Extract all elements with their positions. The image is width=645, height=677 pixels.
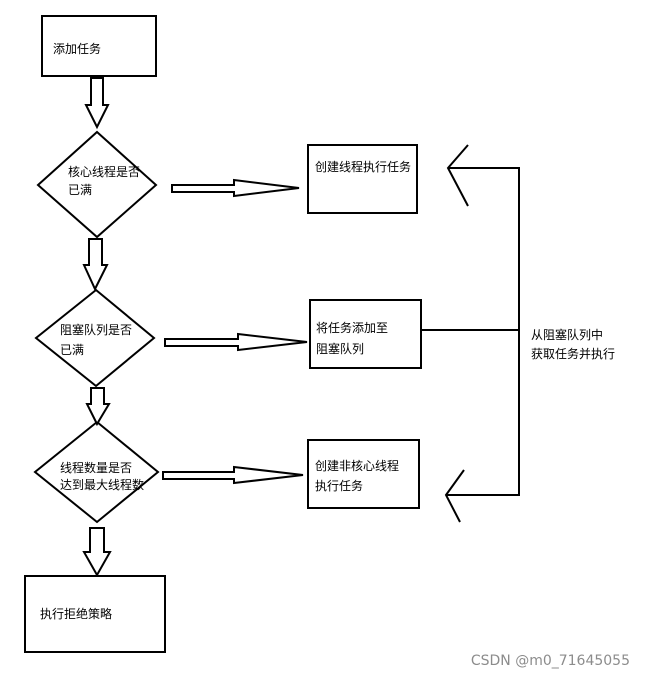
- down-arrow-2: [82, 238, 109, 292]
- down-arrow-3: [85, 387, 111, 427]
- reject-box: [24, 575, 166, 653]
- max-reached-diamond: [33, 420, 160, 524]
- reject-label: 执行拒绝策略: [40, 606, 112, 621]
- right-arrow-3: [162, 465, 304, 485]
- annotation-line-2: 获取任务并执行: [531, 346, 615, 361]
- create-core-box: [307, 144, 418, 214]
- core-full-label-1: 核心线程是否: [68, 164, 140, 179]
- max-reached-label-2: 达到最大线程数: [60, 477, 144, 492]
- down-arrow-4: [82, 527, 112, 578]
- right-arrow-1: [171, 178, 300, 198]
- watermark: CSDN @m0_71645055: [471, 653, 630, 669]
- core-full-diamond: [36, 130, 158, 239]
- down-arrow-1: [84, 77, 110, 130]
- add-queue-box: [309, 299, 422, 369]
- bottom-arrowhead: [444, 469, 465, 523]
- queue-full-diamond: [34, 288, 156, 388]
- queue-full-label-1: 阻塞队列是否: [60, 322, 132, 337]
- queue-full-label-2: 已满: [60, 343, 84, 357]
- create-noncore-box: [307, 439, 420, 509]
- right-arrow-2: [164, 332, 308, 352]
- loop-vertical-line: [446, 167, 520, 496]
- top-arrowhead: [446, 144, 469, 207]
- add-task-label: 添加任务: [53, 41, 101, 56]
- core-full-label-2: 已满: [68, 183, 92, 197]
- create-noncore-label-2: 执行任务: [315, 478, 363, 493]
- add-queue-label-2: 阻塞队列: [316, 341, 364, 356]
- add-task-box: [41, 15, 157, 77]
- annotation-line-1: 从阻塞队列中: [531, 327, 603, 342]
- max-reached-label-1: 线程数量是否: [60, 460, 132, 475]
- add-queue-label-1: 将任务添加至: [316, 320, 388, 335]
- create-noncore-label-1: 创建非核心线程: [315, 458, 399, 473]
- create-core-label: 创建线程执行任务: [315, 159, 411, 174]
